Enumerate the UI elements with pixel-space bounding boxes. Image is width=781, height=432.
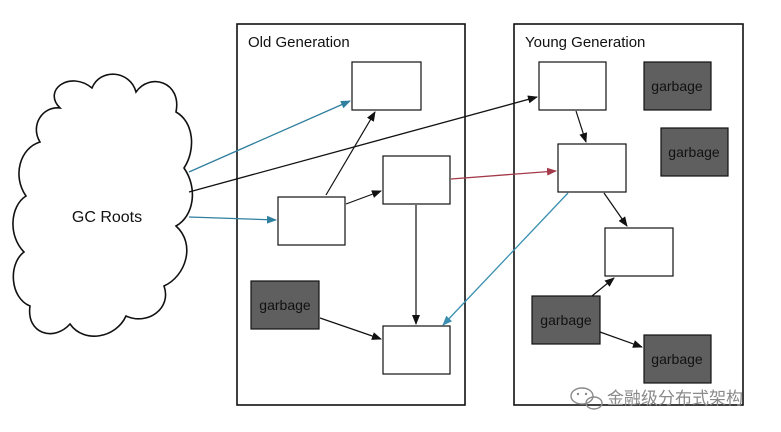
arrow-young-top-to-young-middle xyxy=(575,110,588,143)
young-garbage-top-right xyxy=(643,61,712,111)
old-generation-label: Old Generation xyxy=(248,34,350,51)
young-object-lower xyxy=(604,227,674,277)
arrow-roots-to-young-top xyxy=(188,95,538,193)
old-object-middle xyxy=(382,155,451,205)
old-garbage-label: garbage xyxy=(259,297,311,313)
watermark-text: 金融级分布式架构 xyxy=(607,389,743,408)
old-object-bottom xyxy=(382,325,451,375)
arrow-young-middle-to-old-bottom xyxy=(442,192,569,326)
arrow-old-left-to-old-top xyxy=(325,111,376,196)
gc-roots-cloud xyxy=(12,73,194,337)
old-generation-region xyxy=(236,23,466,406)
arrow-roots-to-old-top xyxy=(188,100,351,173)
arrow-roots-to-old-left xyxy=(188,215,277,224)
old-garbage-object xyxy=(250,280,320,330)
young-garbage-left-label: garbage xyxy=(540,312,592,328)
arrow-old-middle-to-young-middle xyxy=(450,167,557,180)
young-generation-label: Young Generation xyxy=(525,34,645,51)
young-garbage-mid-right xyxy=(660,127,729,177)
young-garbage-bottom-right-label: garbage xyxy=(651,351,703,367)
gc-roots-label: GC Roots xyxy=(72,209,142,226)
young-garbage-top-right-label: garbage xyxy=(651,78,703,94)
old-object-left xyxy=(277,196,346,246)
young-generation-region xyxy=(513,23,744,406)
wechat-icon xyxy=(570,387,603,410)
young-garbage-left xyxy=(531,295,601,345)
young-object-middle xyxy=(557,143,627,193)
young-garbage-mid-right-label: garbage xyxy=(668,144,720,160)
arrow-young-middle-to-young-lower xyxy=(603,192,628,227)
young-garbage-bottom-right xyxy=(643,334,712,384)
arrow-young-garbage-to-garbage-bottom-right xyxy=(599,331,643,348)
arrow-old-garbage-to-old-bottom xyxy=(319,317,382,340)
arrow-old-left-to-old-middle xyxy=(345,190,382,205)
arrow-young-garbage-to-young-lower xyxy=(591,277,615,297)
old-object-top xyxy=(351,61,422,111)
young-object-top xyxy=(538,61,607,111)
